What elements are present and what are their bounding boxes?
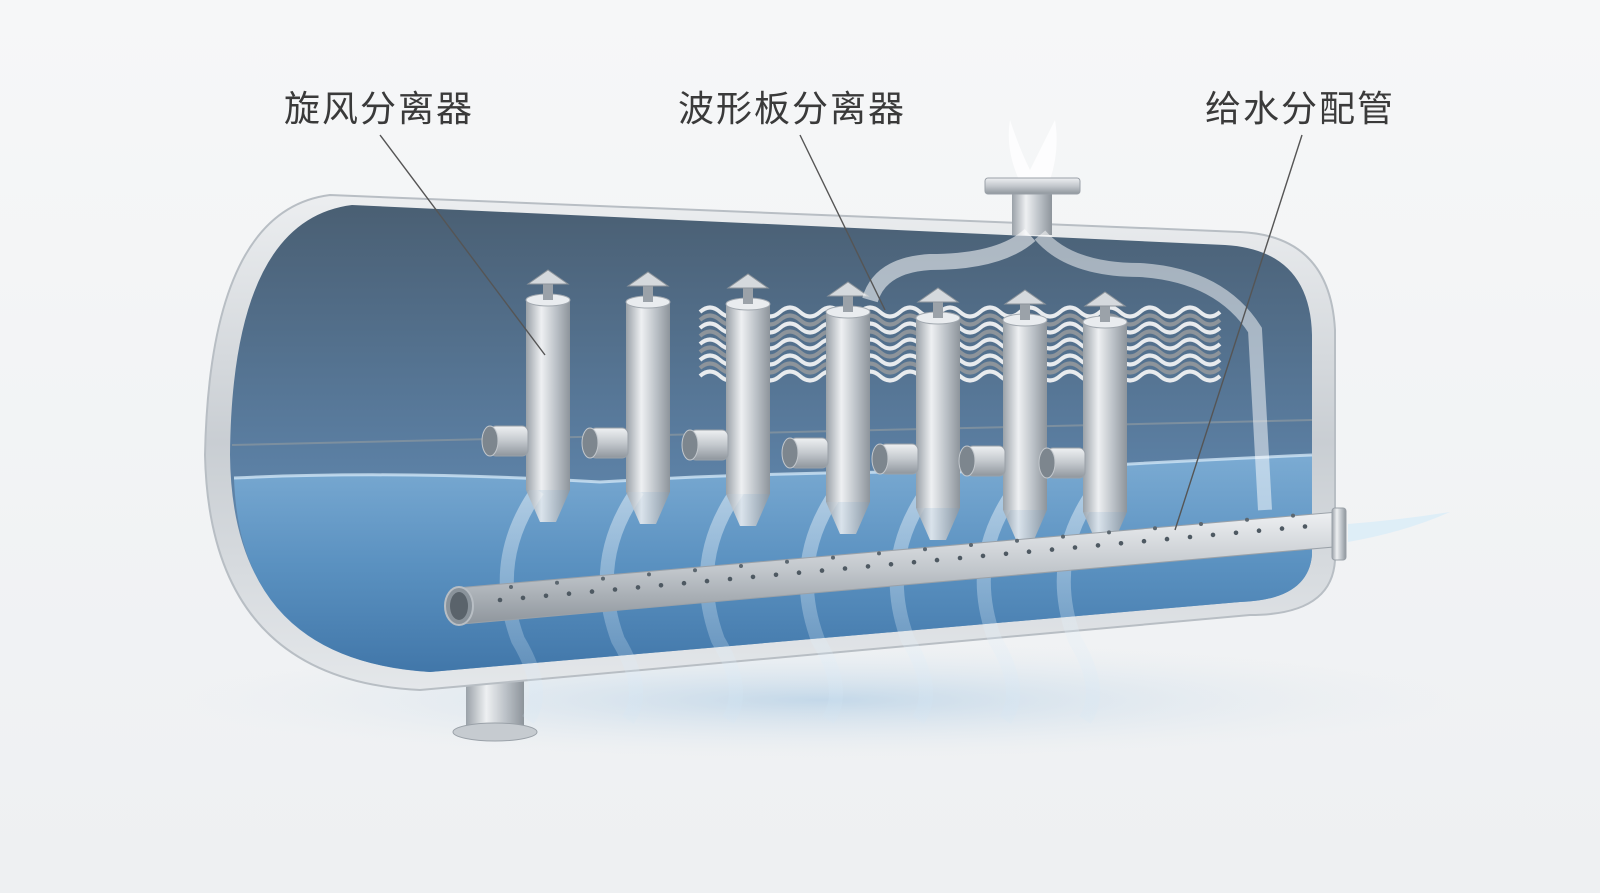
pipe-hole <box>681 580 687 586</box>
steam-outlet-nozzle <box>862 120 1272 511</box>
pipe-hole <box>727 576 733 582</box>
pipe-hole <box>612 587 618 592</box>
pipe-hole <box>796 570 802 575</box>
cyclone-separator <box>958 289 1048 724</box>
pipe-hole <box>819 568 825 573</box>
pipe-hole <box>520 595 526 601</box>
pipe-hole <box>1072 545 1078 550</box>
pipe-hole <box>1164 536 1170 542</box>
pipe-hole <box>888 562 894 567</box>
leader-wave-plate <box>799 134 886 311</box>
cyclone-separator <box>681 273 771 724</box>
pipe-hole <box>543 593 549 599</box>
pipe-hole <box>658 583 664 588</box>
pipe-hole <box>566 591 572 596</box>
cyclone-separator <box>581 271 671 724</box>
pipe-hole <box>1118 541 1124 546</box>
cyclone-separator <box>871 287 961 724</box>
pipe-hole <box>865 564 871 569</box>
pipe-hole <box>635 585 641 590</box>
pipe-hole <box>1141 538 1147 544</box>
cyclone-separator <box>1038 291 1128 724</box>
pipe-hole <box>842 566 848 571</box>
leader-cyclone <box>379 134 546 356</box>
leader-lines <box>379 134 1303 531</box>
pipe-hole <box>589 589 595 594</box>
cyclone-separator <box>481 269 571 724</box>
label-wave-plate-separator: 波形板分离器 <box>678 89 907 130</box>
pipe-hole <box>1279 526 1285 531</box>
pipe-hole <box>1210 532 1216 538</box>
pipe-hole <box>934 557 940 563</box>
pipe-hole <box>1302 524 1308 529</box>
pipe-hole <box>1256 528 1262 533</box>
pipe-hole <box>750 574 756 580</box>
pipe-hole <box>1095 543 1101 548</box>
wave-plate <box>698 305 1222 319</box>
label-cyclone-separator: 旋风分离器 <box>284 89 475 130</box>
feedwater-distribution-pipe <box>444 507 1450 626</box>
cyclone-separator <box>781 281 871 724</box>
pipe-hole <box>497 597 503 603</box>
cyclone-separators <box>481 269 1128 724</box>
pipe-hole <box>773 572 779 578</box>
pipe-hole <box>1233 530 1239 536</box>
pipe-hole <box>1187 534 1193 540</box>
label-feedwater-distribution-pipe: 给水分配管 <box>1205 89 1396 130</box>
pipe-hole <box>1049 547 1055 552</box>
pipe-hole <box>1026 549 1032 554</box>
pipe-hole <box>957 555 963 561</box>
pipe-hole <box>1003 551 1009 557</box>
pipe-hole <box>704 578 710 584</box>
pipe-hole <box>980 553 986 559</box>
pipe-hole <box>911 559 917 565</box>
leader-feedwater <box>1174 134 1303 531</box>
